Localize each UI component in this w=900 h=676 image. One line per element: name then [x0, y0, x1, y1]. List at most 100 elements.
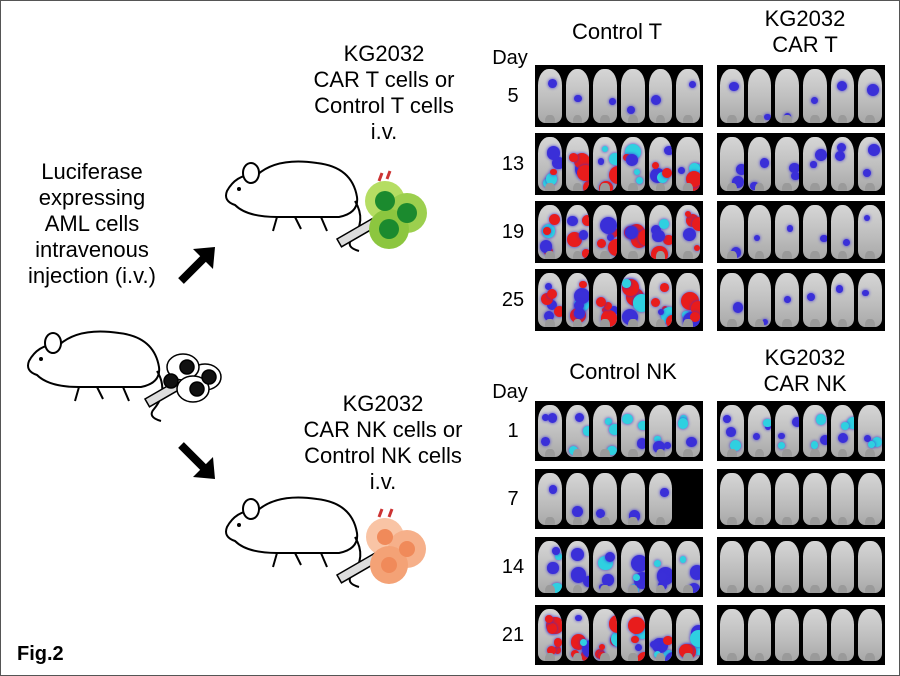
car-nk-line-4: i.v. [369, 469, 397, 494]
mouse-image [593, 205, 618, 259]
car-t-title-line-1: KG2032 [764, 6, 846, 31]
figure-label: Fig.2 [17, 643, 64, 665]
car-t-line-2: CAR T cells or [313, 67, 455, 92]
mouse-image [747, 405, 772, 457]
mouse-image [621, 205, 645, 259]
day-1-label: 1 [507, 420, 519, 442]
mouse-image [775, 69, 800, 123]
mouse-image [747, 473, 772, 525]
mouse-image [621, 541, 645, 593]
car-nk-line-1: KG2032 [342, 391, 424, 416]
mouse-image [621, 273, 645, 327]
mouse-image [621, 473, 645, 525]
car-nk-treatment-text: KG2032 CAR NK cells or Control NK cells … [263, 391, 503, 495]
mouse-image [775, 473, 800, 525]
mouse-image [720, 405, 744, 457]
mouse-image [648, 541, 673, 593]
car-nk-day-21-image [717, 605, 885, 665]
car-t-line-4: i.v. [370, 119, 398, 144]
day-25-label: 25 [501, 289, 525, 311]
car-nk-cells-icon [366, 508, 426, 584]
mouse-image [858, 405, 883, 457]
car-t-treatment-text: KG2032 CAR T cells or Control T cells i.… [269, 41, 499, 145]
mouse-image [830, 205, 855, 259]
mouse-image [676, 541, 701, 593]
mouse-image [747, 69, 772, 123]
mouse-image [775, 405, 800, 457]
mouse-image [648, 473, 673, 525]
mouse-image [803, 69, 827, 123]
control-nk-day-21-image [535, 605, 703, 665]
mouse-image [621, 69, 645, 123]
day-13-label: 13 [501, 153, 525, 175]
car-t-line-1: KG2032 [343, 41, 425, 66]
control-t-day-13-image [535, 133, 703, 195]
mouse-image [648, 69, 673, 123]
mouse-image [538, 405, 562, 457]
mouse-image [775, 273, 800, 327]
mouse-image [720, 137, 744, 191]
car-t-line-3: Control T cells [314, 93, 454, 118]
mouse-image [676, 69, 701, 123]
mouse-image [775, 137, 800, 191]
car-t-title: KG2032 CAR T [725, 6, 885, 58]
mouse-image [676, 273, 701, 327]
mouse-image [593, 273, 618, 327]
mouse-image [538, 473, 562, 525]
day-19-label: 19 [501, 221, 525, 243]
mouse-image [593, 69, 618, 123]
mouse-image [565, 405, 590, 457]
mouse-image [565, 541, 590, 593]
control-t-title: Control T [537, 19, 697, 45]
aml-line-4: intravenous [35, 237, 149, 262]
mouse-image [830, 609, 855, 661]
day-14-label: 14 [501, 556, 525, 578]
control-t-day-5-image [535, 65, 703, 127]
day-5-label: 5 [507, 85, 519, 107]
mouse-image [621, 609, 645, 661]
day-21-label: 21 [501, 624, 525, 646]
car-nk-day-14-image [717, 537, 885, 597]
mouse-image [565, 205, 590, 259]
mouse-image [858, 541, 883, 593]
mouse-image [747, 609, 772, 661]
day-7-label: 7 [507, 488, 519, 510]
control-t-title-text: Control T [571, 19, 663, 44]
mouse-aml-icon [27, 330, 222, 422]
mouse-image [538, 205, 562, 259]
car-nk-day-1-image [717, 401, 885, 461]
car-nk-line-3: Control NK cells [304, 443, 462, 468]
mouse-image [593, 473, 618, 525]
car-t-title-line-2: CAR T [772, 32, 838, 57]
car-t-day-19-image [717, 201, 885, 263]
mouse-image [648, 205, 673, 259]
mouse-image [720, 609, 744, 661]
mouse-image [720, 205, 744, 259]
mouse-image [648, 137, 673, 191]
control-nk-title: Control NK [533, 359, 713, 385]
mouse-image [803, 473, 827, 525]
mouse-image [720, 473, 744, 525]
car-t-day-13-image [717, 133, 885, 195]
mouse-image [538, 609, 562, 661]
mouse-image [538, 541, 562, 593]
mouse-image [830, 69, 855, 123]
car-t-day-5-image [717, 65, 885, 127]
mouse-image [538, 137, 562, 191]
mouse-image [720, 541, 744, 593]
mouse-image [775, 541, 800, 593]
mouse-image [803, 541, 827, 593]
mouse-image [858, 69, 883, 123]
mouse-image [858, 473, 883, 525]
mouse-image [565, 473, 590, 525]
mouse-image [565, 609, 590, 661]
mouse-image [830, 137, 855, 191]
mouse-image [565, 273, 590, 327]
aml-line-1: Luciferase [41, 159, 143, 184]
car-nk-title: KG2032 CAR NK [725, 345, 885, 397]
control-nk-title-text: Control NK [569, 359, 677, 384]
mouse-image [775, 205, 800, 259]
mouse-image [830, 473, 855, 525]
car-nk-line-2: CAR NK cells or [303, 417, 463, 442]
